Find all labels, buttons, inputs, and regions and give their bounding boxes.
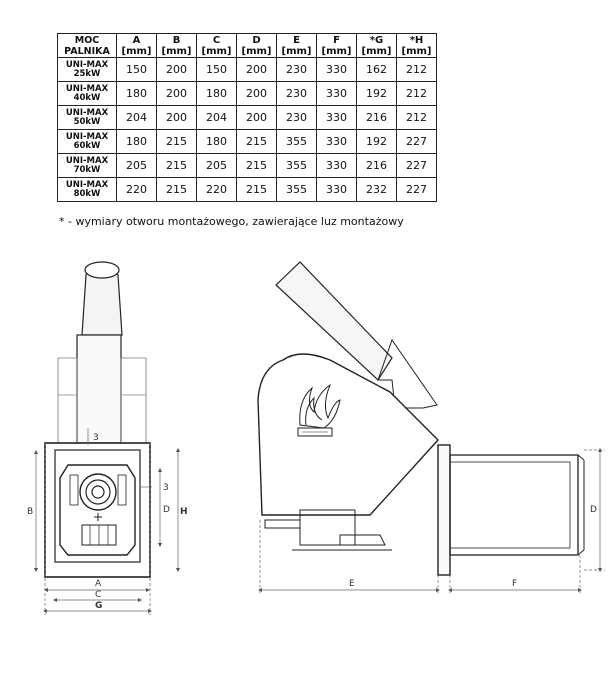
burner-ring-inner	[85, 479, 111, 505]
coupling	[339, 534, 386, 546]
burner-main-body	[257, 353, 439, 516]
feeder-body	[76, 334, 122, 444]
value-cell: 220	[196, 177, 237, 202]
value-cell: 150	[196, 57, 237, 82]
front-inner-plate	[54, 449, 141, 563]
value-cell: 205	[196, 153, 237, 178]
label-c: C	[95, 590, 101, 600]
label-a: A	[95, 579, 102, 589]
front-view-dimensions	[33, 428, 181, 615]
value-cell: 220	[116, 177, 157, 202]
value-cell: 330	[316, 153, 357, 178]
value-cell: 216	[356, 153, 397, 178]
burner-face	[59, 464, 136, 556]
drive-shaft	[264, 519, 301, 529]
header-d: D[mm]	[236, 33, 277, 58]
right-bracket	[120, 357, 147, 444]
label-3-top: 3	[93, 433, 99, 443]
cross-mark	[94, 513, 102, 521]
value-cell: 180	[116, 81, 157, 106]
value-cell: 200	[156, 105, 197, 130]
value-cell: 355	[276, 129, 317, 154]
mounting-hole-footnote: * - wymiary otworu montażowego, zawieraj…	[59, 215, 404, 228]
value-cell: 355	[276, 177, 317, 202]
side-view-dimensions	[257, 447, 605, 595]
header-b: B[mm]	[156, 33, 197, 58]
value-cell: 162	[356, 57, 397, 82]
value-cell: 215	[236, 129, 277, 154]
value-cell: 227	[396, 129, 437, 154]
header-g: *G[mm]	[356, 33, 397, 58]
label-d-side: D	[590, 505, 597, 515]
value-cell: 215	[156, 177, 197, 202]
chamber-lining	[449, 461, 571, 549]
label-d-front: D	[163, 505, 170, 515]
value-cell: 212	[396, 57, 437, 82]
value-cell: 200	[236, 57, 277, 82]
mounting-flange	[437, 444, 451, 576]
header-c: C[mm]	[196, 33, 237, 58]
value-cell: 230	[276, 81, 317, 106]
label-b-front: B	[27, 507, 33, 517]
chute-top-plate	[377, 338, 438, 409]
burner-center	[91, 485, 105, 499]
value-cell: 330	[316, 129, 357, 154]
value-cell: 355	[276, 153, 317, 178]
value-cell: 200	[236, 105, 277, 130]
value-cell: 200	[156, 57, 197, 82]
label-h: H	[180, 507, 188, 517]
value-cell: 232	[356, 177, 397, 202]
left-bracket	[57, 357, 78, 444]
value-cell: 180	[116, 129, 157, 154]
label-f: F	[512, 579, 517, 589]
feed-pipe-opening	[84, 261, 120, 279]
burner-ring-outer	[79, 473, 117, 511]
side-view	[257, 261, 585, 576]
value-cell: 192	[356, 81, 397, 106]
flame-logo-icon	[297, 383, 341, 437]
value-cell: 330	[316, 57, 357, 82]
value-cell: 230	[276, 105, 317, 130]
value-cell: 204	[116, 105, 157, 130]
value-cell: 215	[236, 177, 277, 202]
label-g: G	[95, 601, 102, 611]
front-view	[44, 261, 151, 578]
value-cell: 227	[396, 177, 437, 202]
combustion-chamber	[449, 454, 579, 556]
value-cell: 200	[236, 81, 277, 106]
label-e: E	[349, 579, 355, 589]
value-cell: 330	[316, 177, 357, 202]
header-e: E[mm]	[276, 33, 317, 58]
value-cell: 205	[116, 153, 157, 178]
value-cell: 216	[356, 105, 397, 130]
feed-chute	[275, 261, 393, 381]
label-3-side: 3	[163, 483, 169, 493]
